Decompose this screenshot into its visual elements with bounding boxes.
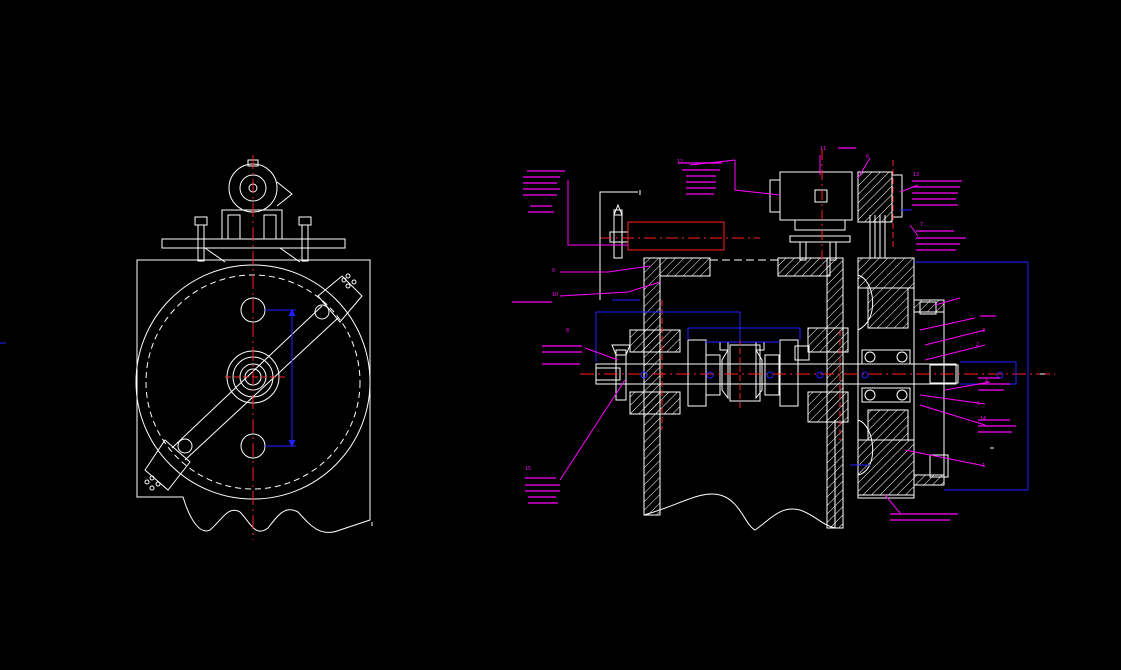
housing-outline [136, 259, 371, 533]
mid-bearing [807, 327, 849, 353]
crank-assembly [687, 339, 799, 407]
motor-base [221, 209, 283, 240]
balloon-5: 5 [977, 401, 980, 407]
motor [779, 171, 853, 221]
balloon-7: 7 [920, 222, 923, 228]
balloon-4: 4 [985, 379, 988, 385]
balloon-9: 9 [552, 268, 555, 274]
section-dimensions [595, 209, 1029, 491]
left-sprocket [613, 209, 623, 259]
pulley [857, 171, 893, 223]
section-view [580, 150, 1055, 531]
balloon-2: 2 [976, 342, 979, 348]
top-wall [659, 257, 711, 277]
arm-end-lower [144, 439, 191, 491]
annotations [512, 147, 1016, 521]
housing-lower [643, 420, 836, 531]
balloon-labels: 1 2 3 4 5 6 7 8 9 10 11 12 13 14 15 [525, 146, 988, 472]
balloon-15: 15 [525, 466, 531, 472]
minor-marks [990, 373, 1045, 449]
front-view [0, 155, 373, 540]
bolt-cluster-lower [144, 475, 161, 491]
upper-cylinder [627, 221, 725, 251]
arm-end-upper [317, 275, 363, 323]
balloon-10: 10 [552, 292, 558, 298]
balloon-6: 6 [866, 154, 869, 160]
balloon-3: 3 [982, 328, 985, 334]
balloon-14: 14 [980, 416, 986, 422]
left-bearing [629, 329, 681, 353]
balloon-11: 11 [820, 146, 826, 152]
balloon-8: 8 [566, 328, 569, 334]
balloon-12: 12 [677, 159, 683, 165]
balloon-1: 1 [982, 463, 985, 469]
front-view-dimension [265, 308, 296, 448]
balloon-13: 13 [913, 172, 919, 178]
left-wall [643, 257, 661, 516]
bolt-cluster-upper [341, 273, 357, 289]
